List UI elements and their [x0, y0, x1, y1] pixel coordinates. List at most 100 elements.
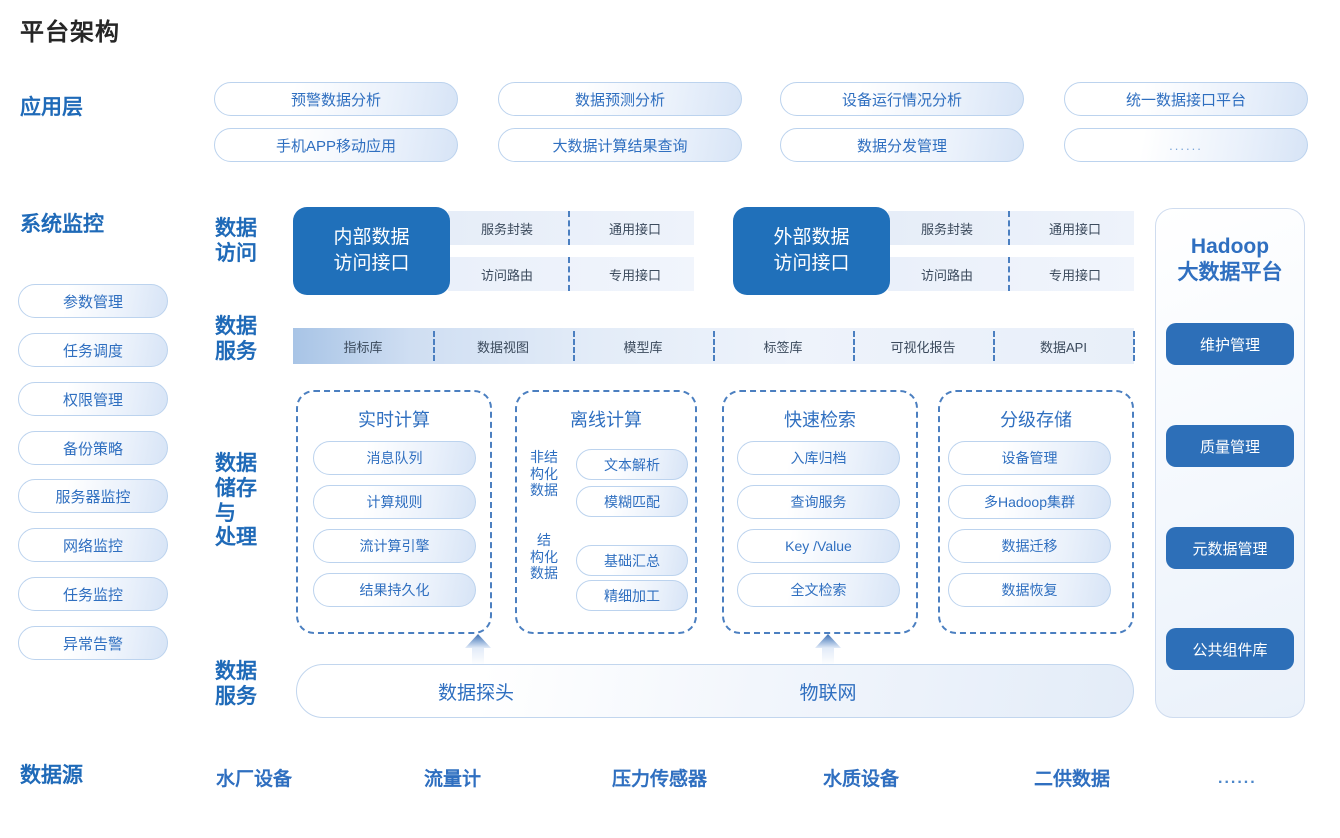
layer-label-data-storage-line3: 与: [215, 501, 236, 525]
data-source-item-2[interactable]: 压力传感器: [612, 769, 708, 790]
sidebar-item-7[interactable]: 异常告警: [18, 626, 168, 660]
storage-group-0: [296, 390, 492, 634]
service-divider-3: [853, 331, 855, 361]
storage-group-1-sidelabel-1-l2: 构化: [530, 548, 558, 565]
data-source-item-4[interactable]: 二供数据: [1034, 769, 1111, 790]
storage-group-2-item-2[interactable]: Key /Value: [737, 529, 900, 563]
hadoop-button-1[interactable]: 质量管理: [1166, 425, 1294, 467]
internal-access-label-2: 访问路由: [480, 267, 533, 283]
storage-group-1-item-2[interactable]: 基础汇总: [576, 545, 688, 576]
service-segment-1[interactable]: 数据视图: [476, 339, 529, 355]
app-pill-0-bottom[interactable]: 手机APP移动应用: [214, 128, 458, 162]
data-source-item-3[interactable]: 水质设备: [823, 769, 900, 790]
storage-group-0-item-1[interactable]: 计算规则: [313, 485, 476, 519]
hadoop-button-3[interactable]: 公共组件库: [1166, 628, 1294, 670]
external-access-label-2: 访问路由: [920, 267, 973, 283]
storage-group-1-sidelabel-1-l3: 数据: [530, 565, 558, 582]
layer-label-application: 应用层: [20, 96, 83, 119]
service-divider-4: [993, 331, 995, 361]
app-pill-3-top[interactable]: 统一数据接口平台: [1064, 82, 1308, 116]
storage-group-1-sidelabel-1: 结 构化 数据: [523, 532, 565, 582]
sidebar-item-0[interactable]: 参数管理: [18, 284, 168, 318]
service-segment-2[interactable]: 模型库: [623, 339, 663, 355]
app-pill-2-bottom[interactable]: 数据分发管理: [780, 128, 1024, 162]
service-segment-5[interactable]: 数据API: [1040, 339, 1087, 355]
sidebar-item-6[interactable]: 任务监控: [18, 577, 168, 611]
sidebar-item-1[interactable]: 任务调度: [18, 333, 168, 367]
app-pill-0-top[interactable]: 预警数据分析: [214, 82, 458, 116]
layer-label-data-service-bottom-line1: 数据: [215, 660, 257, 683]
app-pill-3-bottom[interactable]: ......: [1064, 128, 1308, 162]
sidebar-item-5[interactable]: 网络监控: [18, 528, 168, 562]
iot-bar-item-0[interactable]: 数据探头: [437, 682, 514, 704]
layer-label-data-service-bottom-line2: 服务: [215, 684, 257, 708]
storage-group-3-item-2[interactable]: 数据迁移: [948, 529, 1111, 563]
external-access-label-1: 通用接口: [1048, 221, 1101, 237]
layer-label-data-access: 数据 访问: [215, 217, 257, 267]
app-pill-2-top[interactable]: 设备运行情况分析: [780, 82, 1024, 116]
layer-label-system-monitor: 系统监控: [20, 213, 104, 236]
storage-group-2-title: 快速检索: [784, 410, 856, 430]
storage-group-3: [938, 390, 1134, 634]
internal-access-cell-1: 访问路由 专用接口: [448, 257, 694, 291]
data-source-item-0[interactable]: 水厂设备: [216, 769, 293, 790]
storage-group-2-item-1[interactable]: 查询服务: [737, 485, 900, 519]
layer-label-data-storage: 数据 储存 与 处理: [215, 452, 257, 551]
service-divider-1: [573, 331, 575, 361]
sidebar-item-4[interactable]: 服务器监控: [18, 479, 168, 513]
service-segment-4[interactable]: 可视化报告: [890, 339, 956, 355]
data-source-item-1[interactable]: 流量计: [424, 769, 482, 790]
layer-label-data-access-line1: 数据: [215, 217, 257, 240]
storage-group-2-item-0[interactable]: 入库归档: [737, 441, 900, 475]
storage-group-3-title: 分级存储: [1000, 410, 1072, 430]
up-arrow-icon-right: [815, 634, 841, 665]
hadoop-button-2[interactable]: 元数据管理: [1166, 527, 1294, 569]
iot-bar-item-1[interactable]: 物联网: [799, 682, 857, 704]
hadoop-panel-title-line2: 大数据平台: [1177, 261, 1283, 285]
external-access-divider-bottom: [1008, 257, 1010, 291]
service-segment-3[interactable]: 标签库: [763, 339, 803, 355]
storage-group-0-item-0[interactable]: 消息队列: [313, 441, 476, 475]
sidebar-item-3[interactable]: 备份策略: [18, 431, 168, 465]
storage-group-1-sidelabel-0-l3: 数据: [530, 482, 558, 499]
storage-group-1-sidelabel-1-l1: 结: [537, 532, 551, 548]
app-pill-1-top[interactable]: 数据预测分析: [498, 82, 742, 116]
storage-group-1-sidelabel-0-l1: 非结: [530, 449, 558, 465]
storage-group-1-item-1[interactable]: 模糊匹配: [576, 486, 688, 517]
storage-group-2-item-3[interactable]: 全文检索: [737, 573, 900, 607]
storage-group-0-item-2[interactable]: 流计算引擎: [313, 529, 476, 563]
external-access-divider-top: [1008, 211, 1010, 245]
storage-group-1-sidelabel-0: 非结 构化 数据: [523, 449, 565, 499]
storage-group-0-item-3[interactable]: 结果持久化: [313, 573, 476, 607]
layer-label-data-storage-line1: 数据: [215, 452, 257, 475]
sidebar-item-2[interactable]: 权限管理: [18, 382, 168, 416]
external-access-label-3: 专用接口: [1048, 267, 1101, 283]
storage-group-3-item-3[interactable]: 数据恢复: [948, 573, 1111, 607]
page-title: 平台架构: [20, 19, 120, 46]
layer-label-data-storage-line2: 储存: [215, 476, 257, 500]
external-access-cell-0: 服务封装 通用接口: [888, 211, 1134, 245]
layer-label-data-access-line2: 访问: [215, 241, 257, 265]
internal-data-access-line1: 内部数据: [333, 227, 410, 249]
layer-label-data-service-top-line1: 数据: [215, 315, 257, 338]
layer-label-data-source: 数据源: [20, 764, 83, 787]
storage-group-3-item-1[interactable]: 多Hadoop集群: [948, 485, 1111, 519]
storage-group-3-item-0[interactable]: 设备管理: [948, 441, 1111, 475]
internal-access-divider-top: [568, 211, 570, 245]
service-segment-0[interactable]: 指标库: [343, 339, 383, 355]
storage-group-1-item-0[interactable]: 文本解析: [576, 449, 688, 480]
storage-group-0-title: 实时计算: [358, 410, 430, 430]
internal-data-access-box[interactable]: 内部数据 访问接口: [293, 207, 450, 295]
layer-label-data-service-top-line2: 服务: [215, 339, 257, 363]
storage-group-1-sidelabel-0-l2: 构化: [530, 465, 558, 482]
external-data-access-box[interactable]: 外部数据 访问接口: [733, 207, 890, 295]
app-pill-1-bottom[interactable]: 大数据计算结果查询: [498, 128, 742, 162]
external-data-access-line2: 访问接口: [773, 253, 850, 274]
hadoop-button-0[interactable]: 维护管理: [1166, 323, 1294, 365]
external-data-access-line1: 外部数据: [773, 227, 850, 249]
data-source-item-5[interactable]: ......: [1218, 770, 1257, 787]
storage-group-1-title: 离线计算: [570, 410, 642, 430]
iot-bar: [296, 664, 1134, 718]
storage-group-1-item-3[interactable]: 精细加工: [576, 580, 688, 611]
hadoop-panel-title-line1: Hadoop: [1190, 235, 1270, 258]
